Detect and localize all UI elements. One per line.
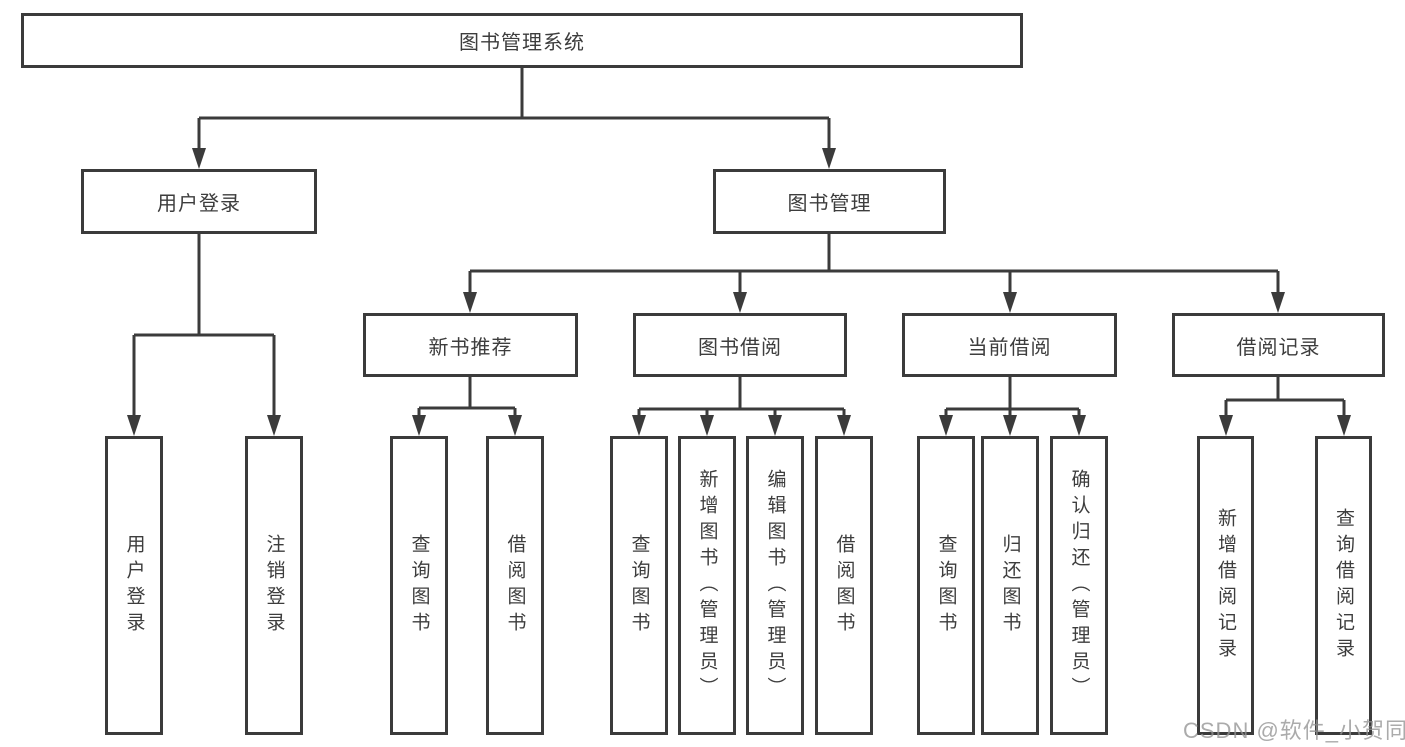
- leaf-logout: 注销登录: [245, 436, 303, 735]
- node-book-management: 图书管理: [713, 169, 946, 234]
- node-label: 查询图书: [935, 533, 957, 638]
- node-label: 编辑图书（管理员）: [764, 468, 786, 703]
- node-label: 借阅记录: [1236, 336, 1321, 359]
- node-label: 当前借阅: [967, 336, 1052, 359]
- leaf-record-add-borrow-record: 新增借阅记录: [1197, 436, 1254, 735]
- leaf-user-login: 用户登录: [105, 436, 163, 735]
- node-label: 新书推荐: [428, 336, 513, 359]
- leaf-newbook-borrow-books: 借阅图书: [486, 436, 544, 735]
- node-label: 确认归还（管理员）: [1068, 468, 1090, 703]
- node-label: 借阅图书: [504, 533, 526, 638]
- node-current-borrow: 当前借阅: [902, 313, 1117, 377]
- leaf-current-query-books: 查询图书: [917, 436, 975, 735]
- node-label: 查询借阅记录: [1333, 507, 1354, 664]
- leaf-borrow-borrow-books: 借阅图书: [815, 436, 873, 735]
- node-label: 图书借阅: [698, 336, 782, 359]
- leaf-borrow-add-books-admin: 新增图书（管理员）: [678, 436, 736, 735]
- node-label: 查询图书: [408, 533, 430, 638]
- leaf-current-confirm-return-admin: 确认归还（管理员）: [1050, 436, 1108, 735]
- node-user-login: 用户登录: [81, 169, 317, 234]
- node-borrow-record: 借阅记录: [1172, 313, 1385, 377]
- node-label: 归还图书: [999, 533, 1021, 638]
- node-label: 新增图书（管理员）: [696, 468, 718, 703]
- node-new-book-recommend: 新书推荐: [363, 313, 578, 377]
- leaf-current-return-books: 归还图书: [981, 436, 1039, 735]
- leaf-borrow-edit-books-admin: 编辑图书（管理员）: [746, 436, 804, 735]
- node-label: 查询图书: [628, 533, 650, 638]
- leaf-newbook-query-books: 查询图书: [390, 436, 448, 735]
- node-label: 图书管理: [787, 193, 872, 215]
- node-label: 图书管理系统: [459, 32, 585, 54]
- leaf-borrow-query-books: 查询图书: [610, 436, 668, 735]
- node-label: 新增借阅记录: [1215, 507, 1236, 664]
- node-label: 注销登录: [263, 533, 285, 638]
- node-book-borrow: 图书借阅: [633, 313, 847, 377]
- csdn-watermark: CSDN @软件_小贺同学: [1183, 718, 1405, 743]
- node-library-management-system: 图书管理系统: [21, 13, 1023, 68]
- node-label: 用户登录: [157, 193, 241, 215]
- node-label: 借阅图书: [833, 533, 855, 638]
- leaf-record-query-borrow-record: 查询借阅记录: [1315, 436, 1372, 735]
- node-label: 用户登录: [123, 533, 145, 638]
